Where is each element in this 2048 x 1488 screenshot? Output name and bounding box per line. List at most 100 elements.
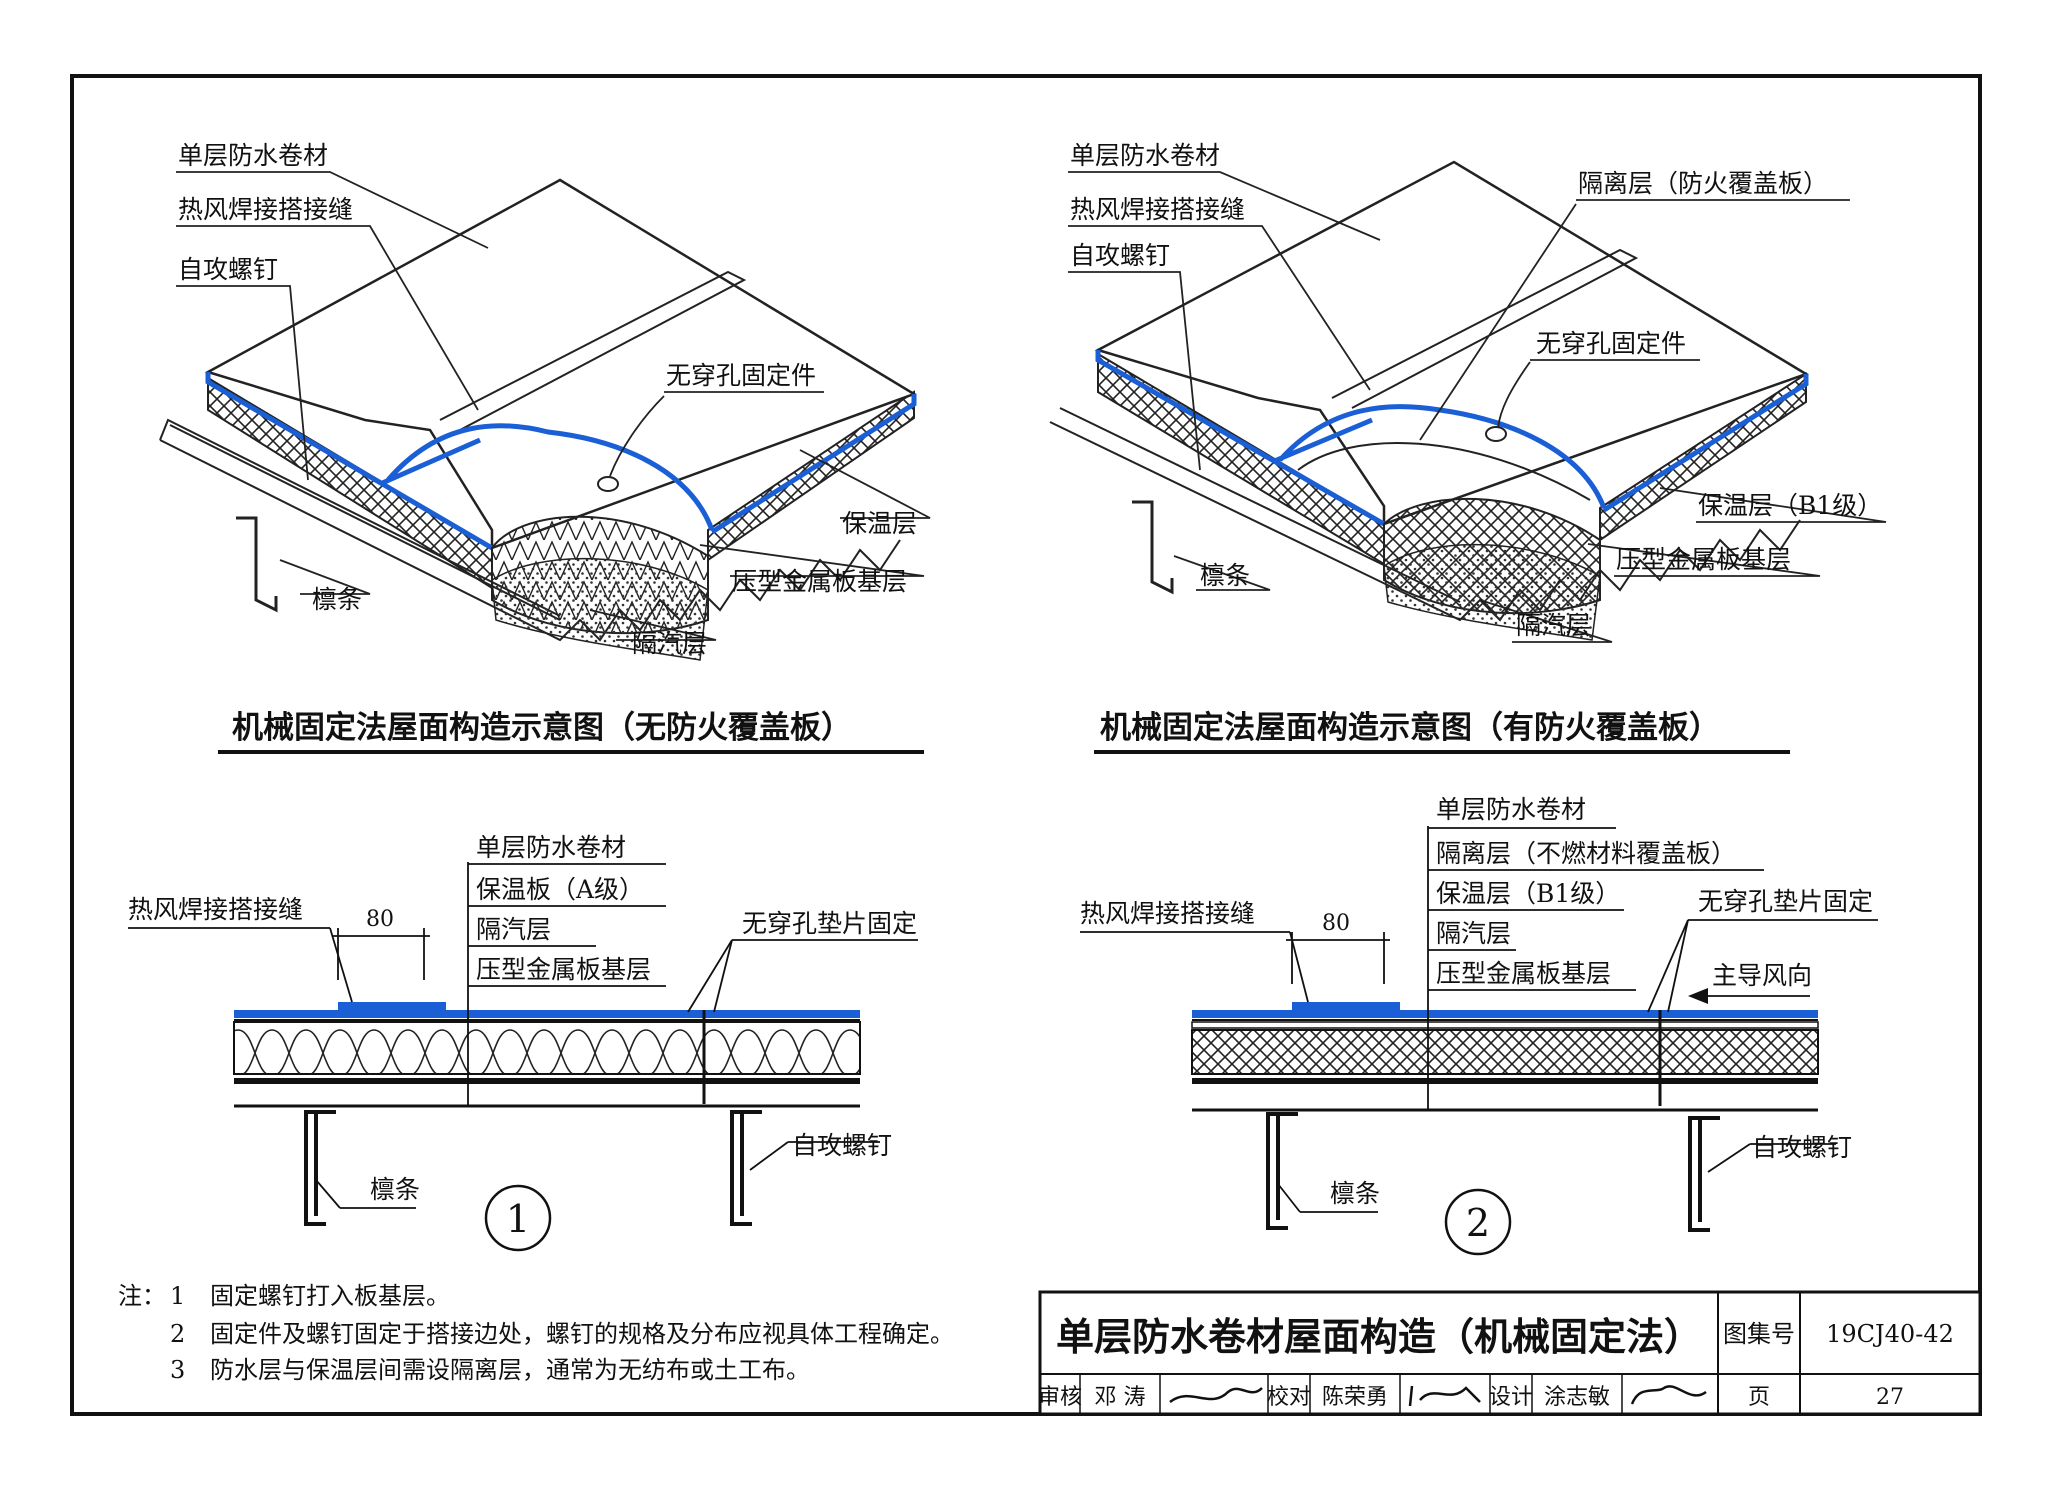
label-seam-2: 热风焊接搭接缝 [1070,195,1245,224]
separation-board-2 [1297,441,1591,501]
sec1-seam-overlap [338,1002,446,1010]
designer-signature [1630,1385,1707,1405]
label-seam-1: 热风焊接搭接缝 [178,195,353,224]
label-purlin-1: 檩条 [312,585,362,614]
sec1-layer-3: 压型金属板基层 [476,955,651,984]
sec1-vapor [234,1078,860,1084]
label-vapor-2: 隔汽层 [1516,611,1591,640]
purlin-iso-2 [1132,500,1174,595]
sec2-separation [1191,1021,1819,1029]
sec2-purlin-right [1688,1116,1720,1232]
sec1-purlin-right [730,1110,762,1226]
sec1-layer-1: 保温板（A级） [476,875,644,904]
reviewer-signature [1169,1387,1263,1404]
checker-name: 陈荣勇 [1322,1385,1388,1410]
sec2-layer-0: 单层防水卷材 [1436,795,1586,824]
label-insulation-2: 保温层（B1级） [1698,491,1882,520]
fastener-iso-2 [1485,426,1507,442]
label-fastener-2: 无穿孔固定件 [1536,329,1686,358]
sec2-fastener-label: 无穿孔垫片固定 [1698,887,1873,916]
sec1-leaders [128,862,918,1209]
sheet-border [70,74,1982,1416]
fastener-iso-1 [597,476,619,492]
label-deck-1: 压型金属板基层 [732,567,907,596]
sec2-layer-3: 隔汽层 [1436,919,1511,948]
sec2-purlin-label: 檩条 [1330,1179,1380,1208]
page-label: 页 [1748,1385,1770,1410]
note-2-text: 固定件及螺钉固定于搭接边处，螺钉的规格及分布应视具体工程确定。 [210,1320,954,1348]
sec2-screw-label: 自攻螺钉 [1752,1133,1852,1162]
sec1-insulation [233,1021,861,1075]
sec2-layer-4: 压型金属板基层 [1436,959,1611,988]
label-membrane-2: 单层防水卷材 [1070,141,1220,170]
designer-name: 涂志敏 [1544,1385,1610,1410]
sec2-wind-label: 主导风向 [1712,961,1812,990]
label-separation-2: 隔离层（防火覆盖板） [1578,169,1828,198]
leaders-1 [176,171,931,641]
atlas-label: 图集号 [1723,1320,1795,1348]
sec1-screw-label: 自攻螺钉 [792,1131,892,1160]
sec2-membrane [1192,1010,1818,1018]
membrane-blue-2 [1095,350,1809,527]
wind-arrow-head [1688,988,1708,1004]
sec1-number: 1 [506,1197,530,1241]
label-vapor-1: 隔汽层 [632,629,707,658]
sec2-insulation [1191,1029,1819,1075]
sec2-seam-overlap [1292,1002,1400,1010]
membrane-blue-1 [205,372,917,551]
sec1-fastener-label: 无穿孔垫片固定 [742,909,917,938]
sec2-purlin-left [1266,1112,1298,1230]
iso-diagram-2: 单层防水卷材 热风焊接搭接缝 自攻螺钉 隔离层（防火覆盖板） 无穿孔固定件 保温… [1049,141,1887,754]
label-purlin-2: 檩条 [1200,561,1250,590]
sec2-seam-label: 热风焊接搭接缝 [1080,899,1255,928]
note-1-number: 1 [170,1282,185,1310]
label-membrane-1: 单层防水卷材 [178,141,328,170]
notes-prefix: 注： [118,1282,166,1310]
sec1-layer-2: 隔汽层 [476,915,551,944]
sec1-purlin-label: 檩条 [370,1175,420,1204]
sec2-layer-2: 保温层（B1级） [1436,879,1620,908]
sec2-dim: 80 [1322,911,1350,936]
title-block: 单层防水卷材屋面构造（机械固定法） 图集号 19CJ40-42 审核 邓 涛 校… [1038,1290,1982,1416]
sec2-leaders [1080,826,1878,1213]
leaders-2 [1068,171,1887,643]
section-detail-1: 单层防水卷材 保温板（A级） 隔汽层 压型金属板基层 热风焊接搭接缝 80 无穿… [128,833,918,1252]
sec1-seam-label: 热风焊接搭接缝 [128,895,303,924]
page-number: 27 [1876,1385,1904,1410]
label-screw-2: 自攻螺钉 [1070,241,1170,270]
atlas-number: 19CJ40-42 [1826,1320,1954,1348]
section-detail-2: 单层防水卷材 隔离层（不燃材料覆盖板） 保温层（B1级） 隔汽层 压型金属板基层… [1080,795,1878,1256]
seam-strip-1 [439,270,747,431]
sec1-number-circle [484,1184,552,1252]
label-fastener-1: 无穿孔固定件 [666,361,816,390]
sec2-number: 2 [1466,1201,1490,1245]
sec1-membrane [234,1010,860,1018]
label-deck-2: 压型金属板基层 [1616,545,1791,574]
design-label: 设计 [1489,1385,1533,1410]
check-label: 校对 [1267,1385,1311,1410]
title-block-title: 单层防水卷材屋面构造（机械固定法） [1056,1315,1702,1359]
sec1-layer-0: 单层防水卷材 [476,833,626,862]
sec1-purlin-left [304,1110,336,1226]
vapor-layer-1 [491,557,709,661]
review-label: 审核 [1038,1385,1082,1410]
label-screw-1: 自攻螺钉 [178,255,278,284]
note-3-number: 3 [170,1356,185,1384]
sec1-dim: 80 [366,907,394,932]
vapor-layer-2 [1383,543,1601,641]
seam-strip-2 [1331,248,1639,409]
sec2-number-circle [1444,1188,1512,1256]
diagram-title-1: 机械固定法屋面构造示意图（无防火覆盖板） [232,710,852,746]
iso-diagram-1: 单层防水卷材 热风焊接搭接缝 自攻螺钉 无穿孔固定件 保温层 压型金属板基层 檩… [159,141,931,754]
purlin-iso-1 [236,516,278,613]
membrane-surface-2 [1094,160,1809,526]
checker-signature [1408,1385,1481,1407]
note-3-text: 防水层与保温层间需设隔离层，通常为无纺布或土工布。 [210,1356,810,1384]
membrane-surface-1 [204,178,917,550]
reviewer-name: 邓 涛 [1095,1385,1146,1410]
diagram-title-2: 机械固定法屋面构造示意图（有防火覆盖板） [1100,710,1720,746]
sec2-vapor [1192,1078,1818,1084]
sec2-layer-1: 隔离层（不燃材料覆盖板） [1436,839,1736,868]
note-1-text: 固定螺钉打入板基层。 [210,1282,450,1310]
